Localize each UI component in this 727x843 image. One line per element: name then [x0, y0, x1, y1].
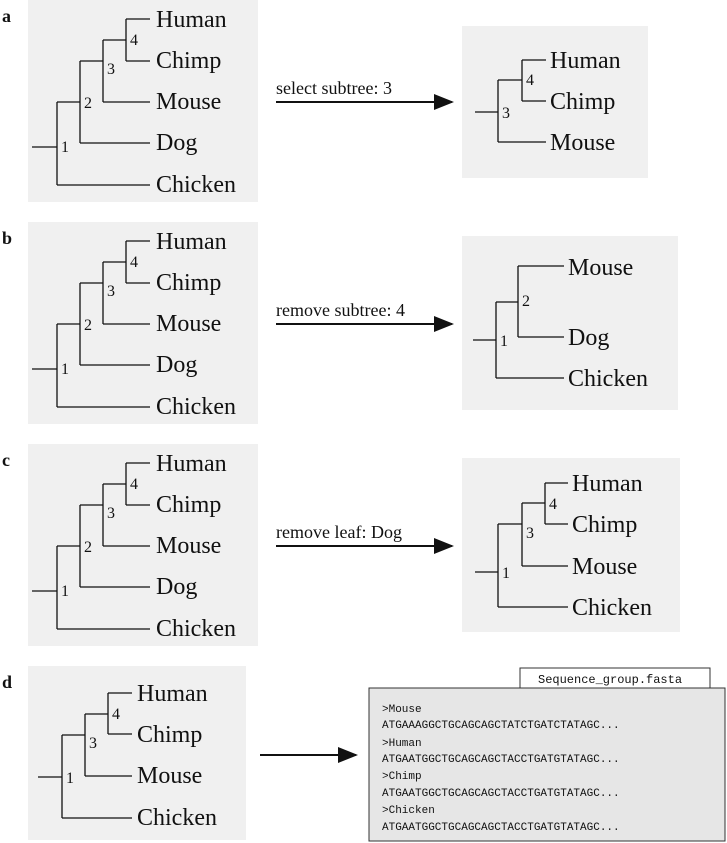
- leaf-chicken: Chicken: [156, 616, 236, 642]
- panel-c-operation: remove leaf: Dog: [276, 522, 402, 542]
- node-1-label: 1: [61, 139, 69, 156]
- node-3-label: 3: [107, 283, 115, 300]
- node-2-label: 2: [84, 539, 92, 556]
- leaf-human: Human: [572, 471, 643, 497]
- fasta-header-chimp: >Chimp: [382, 771, 422, 783]
- node-2-label: 2: [84, 317, 92, 334]
- leaf-mouse: Mouse: [572, 554, 637, 580]
- leaf-mouse: Mouse: [156, 89, 221, 115]
- panel-b-letter: b: [2, 228, 12, 248]
- leaf-chimp: Chimp: [550, 89, 615, 115]
- leaf-chimp: Chimp: [156, 270, 221, 296]
- leaf-human: Human: [550, 48, 621, 74]
- leaf-dog: Dog: [156, 352, 197, 378]
- panel-d-tree: 1 3 4 Human Chimp Mouse Chicken: [28, 666, 246, 840]
- leaf-dog: Dog: [156, 130, 197, 156]
- panel-a-operation: select subtree: 3: [276, 78, 392, 98]
- node-1-label: 1: [502, 565, 510, 582]
- leaf-human: Human: [137, 681, 208, 707]
- node-4-label: 4: [130, 254, 138, 271]
- leaf-chimp: Chimp: [156, 492, 221, 518]
- panel-a-result-tree: 3 4 Human Chimp Mouse: [462, 26, 648, 178]
- node-2-label: 2: [84, 95, 92, 112]
- fasta-header-chicken: >Chicken: [382, 805, 435, 817]
- fasta-seq-mouse: ATGAAAGGCTGCAGCAGCTATCTGATCTATAGC...: [382, 720, 620, 732]
- node-1-label: 1: [61, 361, 69, 378]
- leaf-human: Human: [156, 229, 227, 255]
- fasta-file: Sequence_group.fasta >Mouse ATGAAAGGCTGC…: [368, 667, 726, 842]
- leaf-chicken: Chicken: [568, 366, 648, 392]
- node-3-label: 3: [107, 505, 115, 522]
- panel-a-arrow: select subtree: 3: [276, 78, 454, 110]
- leaf-chimp: Chimp: [156, 48, 221, 74]
- fasta-header-human: >Human: [382, 738, 422, 750]
- panel-b-operation: remove subtree: 4: [276, 300, 405, 320]
- leaf-dog: Dog: [568, 325, 609, 351]
- panel-c-letter: c: [2, 450, 10, 470]
- panel-b-arrow: remove subtree: 4: [276, 300, 454, 332]
- leaf-mouse: Mouse: [137, 763, 202, 789]
- panel-b-source-tree: 1 2 3 4 Human Chimp Mouse Dog Chicken: [28, 222, 258, 424]
- leaf-chicken: Chicken: [572, 595, 652, 621]
- leaf-human: Human: [156, 451, 227, 477]
- leaf-chicken: Chicken: [137, 805, 217, 831]
- node-4-label: 4: [130, 476, 138, 493]
- leaf-chicken: Chicken: [156, 394, 236, 420]
- fasta-seq-chicken: ATGAATGGCTGCAGCAGCTACCTGATGTATAGC...: [382, 822, 620, 834]
- leaf-chicken: Chicken: [156, 172, 236, 198]
- node-1-label: 1: [61, 583, 69, 600]
- node-3-label: 3: [89, 735, 97, 752]
- leaf-mouse: Mouse: [156, 533, 221, 559]
- leaf-mouse: Mouse: [156, 311, 221, 337]
- node-3-label: 3: [107, 61, 115, 78]
- node-1-label: 1: [500, 333, 508, 350]
- panel-a-letter: a: [2, 6, 11, 26]
- fasta-seq-human: ATGAATGGCTGCAGCAGCTACCTGATGTATAGC...: [382, 754, 620, 766]
- leaf-chimp: Chimp: [137, 722, 202, 748]
- node-3-label: 3: [526, 525, 534, 542]
- panel-c-source-tree: 1 2 3 4 Human Chimp Mouse Dog Chicken: [28, 444, 258, 646]
- panel-d-letter: d: [2, 672, 12, 692]
- panel-c-result-tree: 1 3 4 Human Chimp Mouse Chicken: [462, 458, 680, 632]
- node-1-label: 1: [66, 770, 74, 787]
- leaf-human: Human: [156, 7, 227, 33]
- node-4-label: 4: [526, 72, 534, 89]
- leaf-mouse: Mouse: [550, 130, 615, 156]
- leaf-chimp: Chimp: [572, 512, 637, 538]
- panel-a-source-tree: 1 2 3 4 Human Chimp Mouse Dog Chicken: [28, 0, 258, 202]
- node-3-label: 3: [502, 105, 510, 122]
- fasta-filename: Sequence_group.fasta: [538, 673, 682, 687]
- leaf-dog: Dog: [156, 574, 197, 600]
- fasta-header-mouse: >Mouse: [382, 704, 422, 716]
- fasta-seq-chimp: ATGAATGGCTGCAGCAGCTACCTGATGTATAGC...: [382, 788, 620, 800]
- node-4-label: 4: [130, 32, 138, 49]
- fasta-content-box: [368, 687, 726, 842]
- leaf-mouse: Mouse: [568, 255, 633, 281]
- panel-b-result-tree: 1 2 Mouse Dog Chicken: [462, 236, 678, 410]
- panel-c-arrow: remove leaf: Dog: [276, 522, 454, 554]
- node-4-label: 4: [549, 496, 557, 513]
- node-2-label: 2: [522, 293, 530, 310]
- node-4-label: 4: [112, 706, 120, 723]
